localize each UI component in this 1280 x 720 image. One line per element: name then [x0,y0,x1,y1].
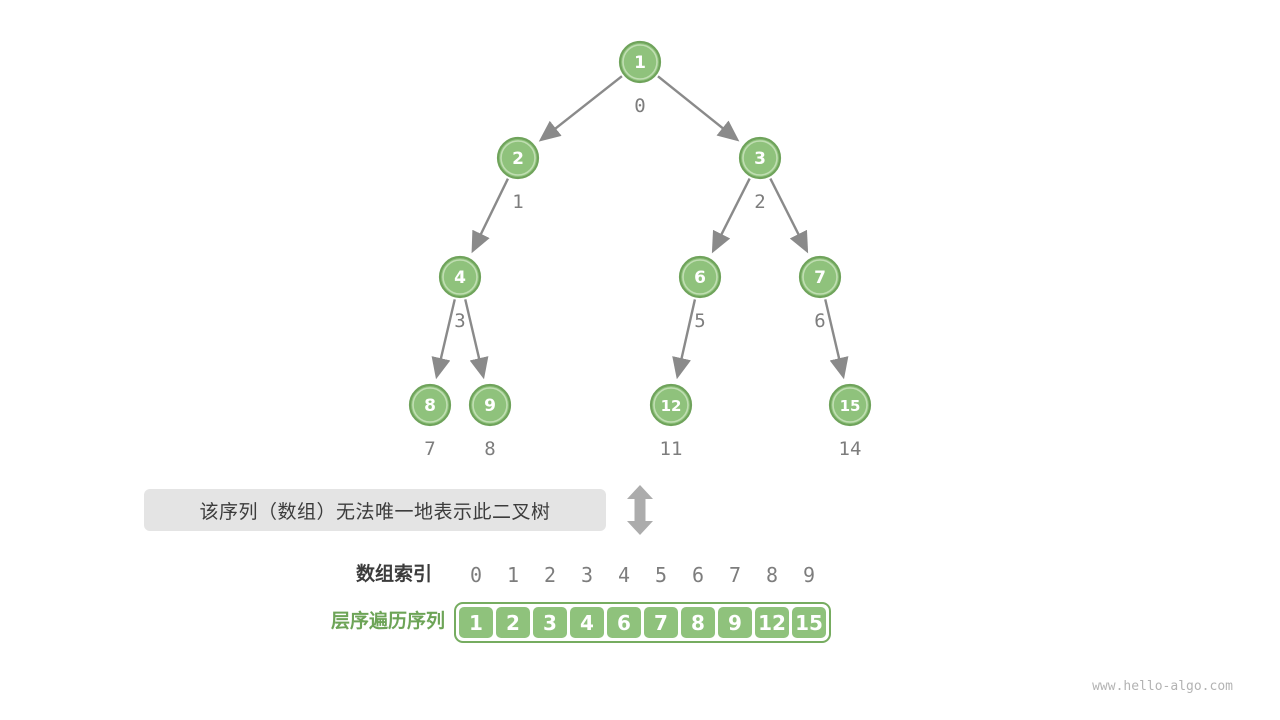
node-value: 8 [424,396,436,416]
tree-node-9: 98 [468,383,512,460]
tree-edge [657,75,740,142]
watermark: www.hello-algo.com [1092,679,1233,694]
node-circle [468,383,512,427]
tree-node-4: 43 [438,255,482,332]
node-value: 2 [512,149,524,169]
tree-edge [824,299,849,380]
array-index-value: 1 [506,563,520,587]
tree-edge [464,299,489,380]
node-inner-ring [500,140,536,176]
sequence-cell: 1 [459,607,493,638]
node-inner-ring [442,259,478,295]
sequence-cell: 3 [533,607,567,638]
node-index-label: 8 [484,438,495,460]
tree-node-7: 76 [798,255,842,332]
node-inner-ring [653,387,689,423]
node-value: 7 [814,268,826,288]
array-index-value: 5 [654,563,668,587]
node-value: 1 [634,53,646,73]
tree-edge [471,178,510,254]
node-circle [649,383,693,427]
array-index-value: 0 [469,563,483,587]
tree-node-1: 10 [618,40,662,117]
node-value: 15 [840,397,861,415]
sequence-cell: 6 [607,607,641,638]
node-value: 4 [454,268,466,288]
node-circle [678,255,722,299]
array-index-value: 3 [580,563,594,587]
tree-edge [672,299,697,380]
node-circle [408,383,452,427]
tree-node-12: 12 11 [649,383,693,460]
tree-edge [431,299,456,380]
sequence-cell: 12 [755,607,789,638]
sequence-label: 层序遍历序列 [330,611,445,632]
sequence-cell: 4 [570,607,604,638]
node-index-label: 6 [814,310,825,332]
sequence-cell: 7 [644,607,678,638]
node-value: 9 [484,396,496,416]
node-circle [828,383,872,427]
array-index-value: 2 [543,563,557,587]
array-index-label: 数组索引 [355,564,432,585]
note-box: 该序列（数组）无法唯一地表示此二叉树 [144,489,606,531]
node-index-label: 2 [754,191,765,213]
sequence-cell: 15 [792,607,826,638]
sequence-cell: 8 [681,607,715,638]
array-index-value: 8 [765,563,779,587]
node-index-label: 7 [424,438,435,460]
sequence-cell: 2 [496,607,530,638]
node-inner-ring [472,387,508,423]
tree-edge [538,75,623,142]
node-circle [618,40,662,84]
array-index-value: 4 [617,563,631,587]
array-index-value: 7 [728,563,742,587]
tree-edges [431,75,849,380]
sequence-cell: 9 [718,607,752,638]
node-circle [438,255,482,299]
node-circle [798,255,842,299]
node-inner-ring [742,140,778,176]
node-index-label: 1 [512,191,523,213]
node-value: 3 [754,149,766,169]
tree-node-8: 87 [408,383,452,460]
tree-node-6: 65 [678,255,722,332]
tree-edge [769,177,809,254]
node-index-label: 5 [694,310,705,332]
note-text: 该序列（数组）无法唯一地表示此二叉树 [199,501,551,523]
node-value: 6 [694,268,706,288]
node-inner-ring [622,44,658,80]
node-circle [496,136,540,180]
node-circle [738,136,782,180]
node-index-label: 0 [634,95,645,117]
node-inner-ring [412,387,448,423]
node-inner-ring [832,387,868,423]
node-index-label: 3 [454,310,465,332]
array-index-value: 6 [691,563,705,587]
node-index-label: 11 [660,438,683,460]
array-index-value: 9 [802,563,816,587]
node-inner-ring [802,259,838,295]
tree-edge [711,177,751,254]
node-index-label: 14 [839,438,862,460]
node-value: 12 [661,397,682,415]
up-down-arrow-icon [627,485,653,535]
tree-node-2: 21 [496,136,540,213]
tree-node-3: 32 [738,136,782,213]
node-inner-ring [682,259,718,295]
